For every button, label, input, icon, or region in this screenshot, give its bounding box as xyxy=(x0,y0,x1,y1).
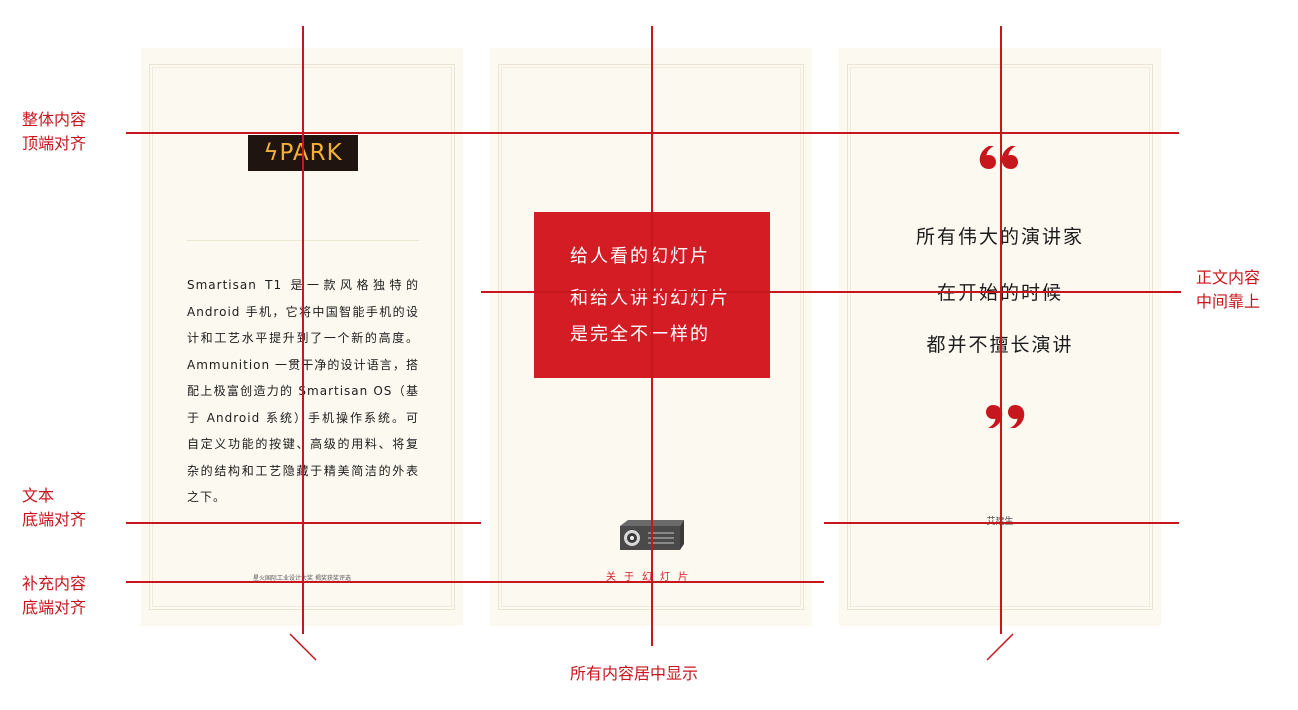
open-quote-icon xyxy=(979,146,1018,169)
guide-text-bottom-right xyxy=(824,522,1179,524)
guide-vertical-2 xyxy=(651,26,653,646)
quote-line: 都并不擅长演讲 xyxy=(839,330,1161,357)
annotation-line: 补充内容 xyxy=(22,574,87,593)
annotation-line: 底端对齐 xyxy=(22,510,87,529)
diagonal-left xyxy=(289,633,317,661)
annotation-center-upper: 正文内容 中间靠上 xyxy=(1196,266,1260,314)
annotation-line: 文本 xyxy=(22,486,55,505)
close-quote-icon xyxy=(986,405,1025,428)
guide-extra-bottom xyxy=(126,581,824,583)
red-box-line: 是完全不一样的 xyxy=(570,324,710,345)
guide-center-upper xyxy=(481,291,1181,293)
diagonal-right xyxy=(986,633,1014,661)
guide-vertical-3 xyxy=(1000,26,1002,634)
annotation-text-bottom: 文本 底端对齐 xyxy=(22,484,86,532)
quote-line: 在开始的时候 xyxy=(839,278,1161,305)
annotation-all-centered: 所有内容居中显示 xyxy=(570,664,699,683)
red-box-line: 给人看的幻灯片 xyxy=(570,246,710,267)
red-box-line: 和给人讲的幻灯片 xyxy=(570,288,730,309)
annotation-line: 中间靠上 xyxy=(1196,292,1261,311)
guide-top-align xyxy=(126,132,1179,134)
annotation-top-align: 整体内容 顶端对齐 xyxy=(22,108,86,156)
annotation-extra-bottom: 补充内容 底端对齐 xyxy=(22,572,86,620)
quote-line: 所有伟大的演讲家 xyxy=(839,222,1161,249)
annotation-line: 整体内容 xyxy=(22,110,87,129)
annotation-line: 底端对齐 xyxy=(22,598,87,617)
footnote: 星火国际工业设计大奖 揭奖获奖评选 xyxy=(253,575,351,582)
annotation-line: 正文内容 xyxy=(1196,268,1261,287)
annotation-line: 顶端对齐 xyxy=(22,134,87,153)
guide-text-bottom-left xyxy=(126,522,481,524)
about-slides-caption: 关于幻灯片 xyxy=(490,568,812,583)
guide-vertical-1 xyxy=(302,26,304,634)
